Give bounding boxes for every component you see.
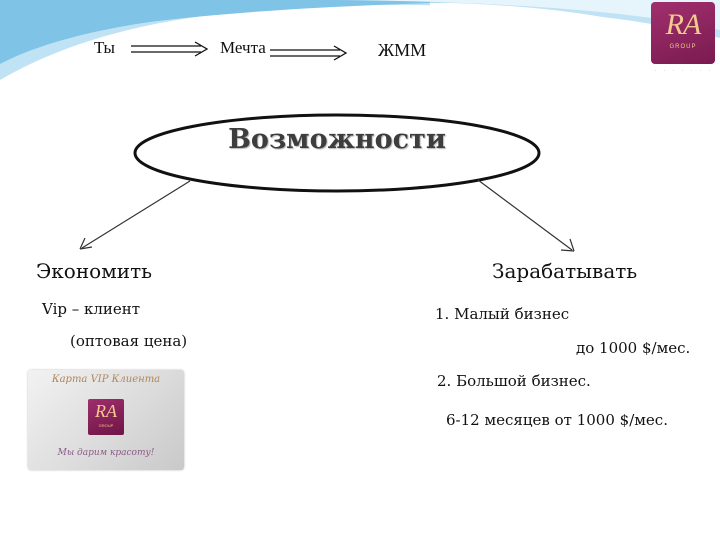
logo-letters: RA bbox=[665, 8, 702, 41]
vip-card-slogan: Мы дарим красоту! bbox=[57, 448, 155, 458]
small-business-income: до 1000 $/мес. bbox=[576, 339, 691, 357]
ra-group-logo: RA GROUP bbox=[651, 2, 715, 64]
vip-card-image: Карта VIP Клиента RA GROUP Мы дарим крас… bbox=[28, 370, 184, 470]
flow-step-dream: Мечта bbox=[220, 38, 266, 57]
double-arrow-icon bbox=[270, 45, 348, 61]
flow-step-zhmm: ЖММ bbox=[378, 40, 427, 60]
logo-subtitle: GROUP bbox=[669, 44, 697, 50]
opportunities-ellipse bbox=[133, 113, 541, 193]
small-business-item: 1. Малый бизнес bbox=[435, 305, 570, 323]
flow-step-you: Ты bbox=[94, 38, 115, 57]
vip-card-logo: RA GROUP bbox=[88, 399, 124, 435]
earn-heading: Зарабатывать bbox=[492, 259, 638, 283]
opportunities-title: Возможности bbox=[228, 124, 446, 155]
vip-client-label: Vip – клиент bbox=[42, 300, 141, 318]
logo-caption-dots: · · · · · · · bbox=[654, 68, 714, 74]
vip-card-logo-letters: RA bbox=[95, 401, 117, 421]
big-business-income: 6-12 месяцев от 1000 $/мес. bbox=[446, 411, 668, 429]
vip-card-title: Карта VIP Клиента bbox=[51, 374, 161, 385]
vip-card-logo-sub: GROUP bbox=[98, 423, 114, 428]
double-arrow-icon bbox=[131, 41, 209, 57]
wholesale-price-label: (оптовая цена) bbox=[70, 332, 188, 350]
big-business-item: 2. Большой бизнес. bbox=[437, 372, 591, 390]
save-heading: Экономить bbox=[36, 259, 153, 283]
